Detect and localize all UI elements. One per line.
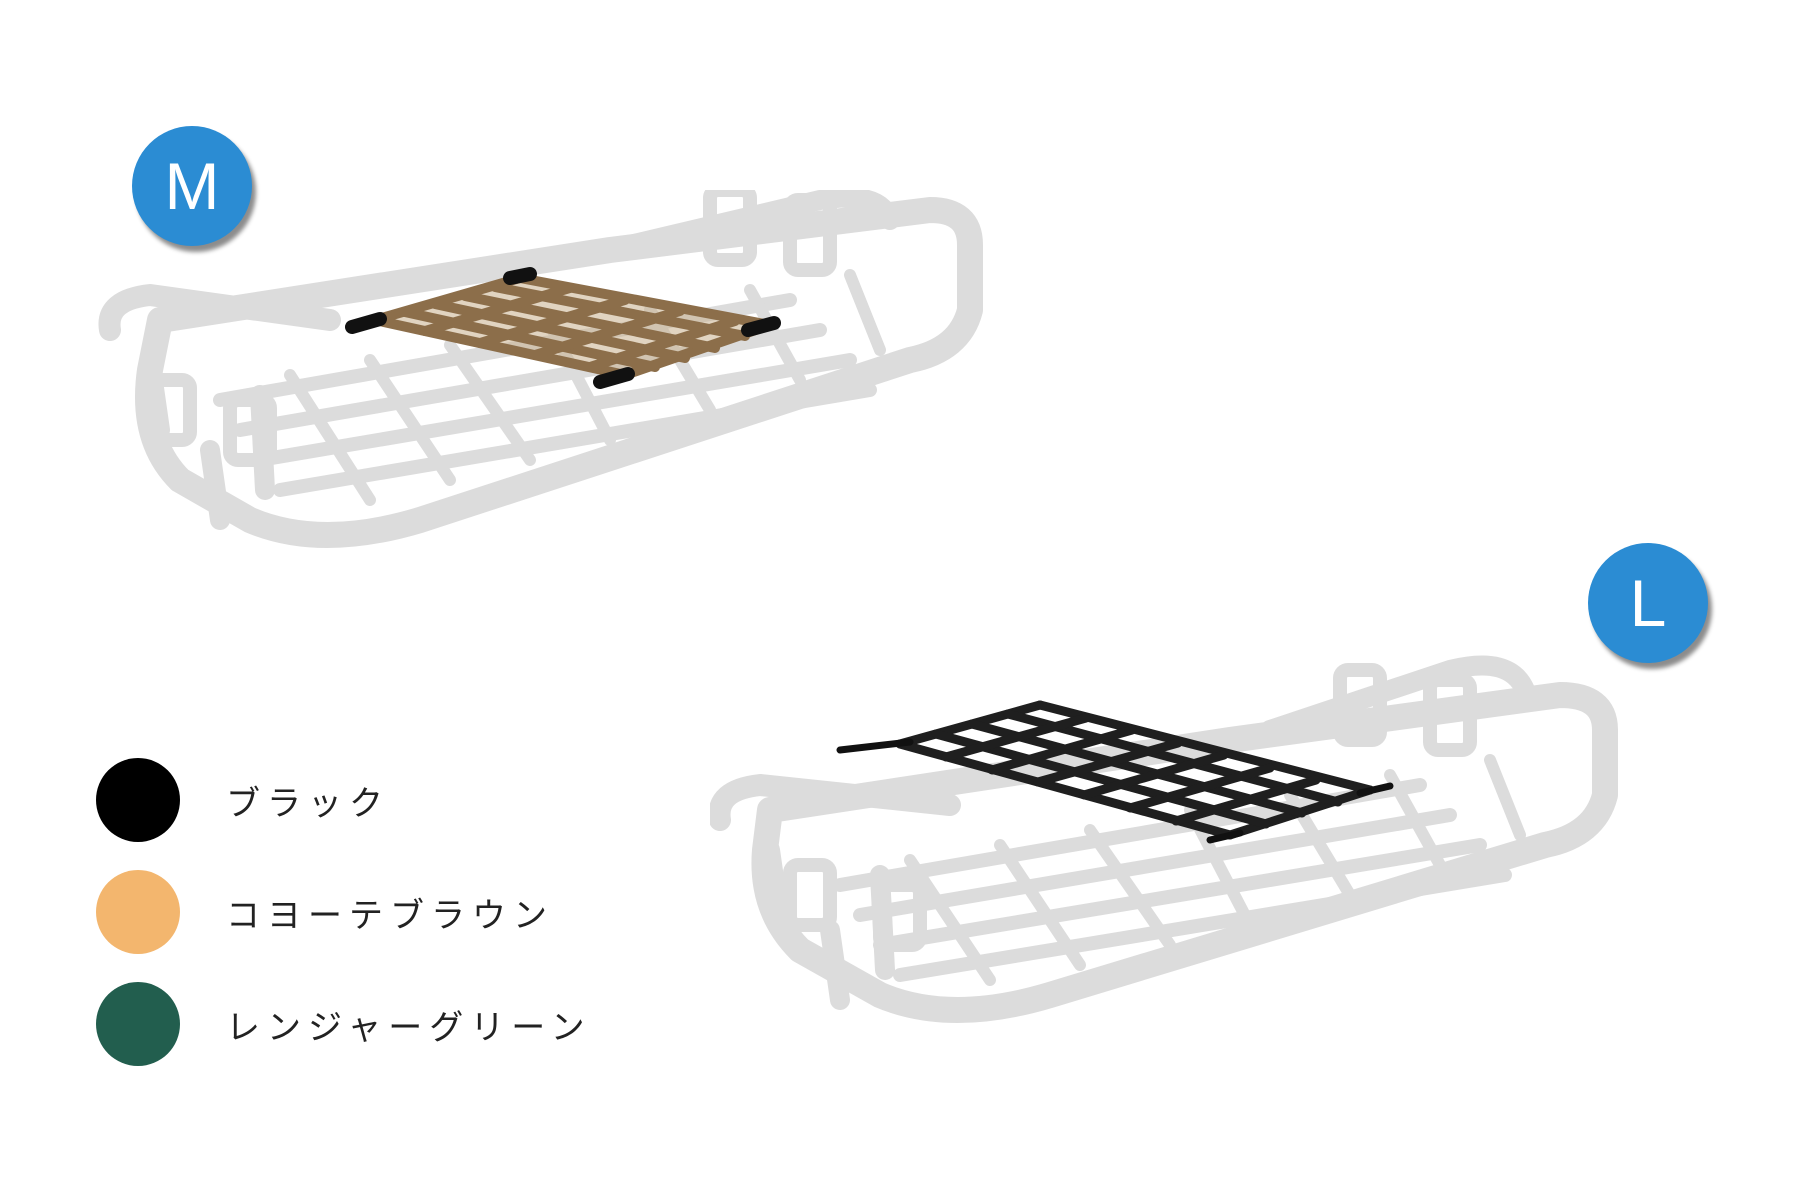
rack-l-illustration (710, 650, 1670, 1070)
color-swatch-ranger-green (96, 982, 180, 1066)
color-swatch-black (96, 758, 180, 842)
legend-label-coyote-brown: コヨーテブラウン (226, 895, 554, 936)
color-legend: ブラック コヨーテブラウン レンジャーグリーン (96, 758, 592, 1094)
size-badge-l: L (1588, 543, 1708, 663)
color-swatch-coyote-brown (96, 870, 180, 954)
rack-m-svg (98, 190, 983, 548)
size-badge-m: M (132, 126, 252, 246)
rack-l-svg (710, 655, 1618, 1023)
rack-m-accessory-panel (345, 267, 781, 389)
rack-m-illustration (90, 190, 1040, 610)
legend-item-coyote-brown: コヨーテブラウン (96, 870, 592, 954)
rack-l-accessory-panel (836, 700, 1394, 844)
legend-item-black: ブラック (96, 758, 592, 842)
legend-item-ranger-green: レンジャーグリーン (96, 982, 592, 1066)
legend-label-ranger-green: レンジャーグリーン (226, 1007, 592, 1048)
legend-label-black: ブラック (226, 783, 390, 824)
